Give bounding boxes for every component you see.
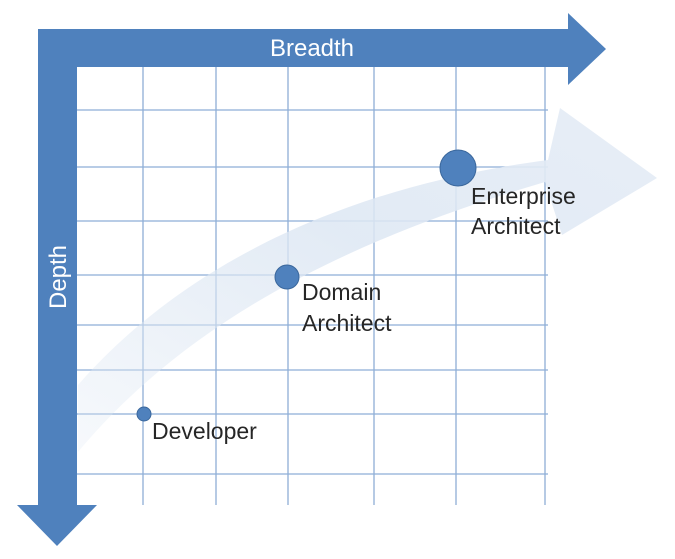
node-label: Architect xyxy=(471,213,561,239)
breadth-axis-label: Breadth xyxy=(270,35,354,62)
growth-arrow xyxy=(78,108,657,452)
node-label: Domain xyxy=(302,279,381,305)
node-label: Enterprise xyxy=(471,183,576,209)
breadth-axis-arrow xyxy=(38,13,606,85)
node-label: Developer xyxy=(152,418,257,444)
depth-axis-arrow xyxy=(17,29,97,546)
node-enterprise-architect: Enterprise Architect xyxy=(439,149,576,239)
node-developer: Developer xyxy=(136,406,257,444)
node-label: Architect xyxy=(302,310,392,336)
node-domain-architect: Domain Architect xyxy=(274,264,392,336)
node-marker xyxy=(439,149,477,187)
node-marker xyxy=(136,406,152,422)
node-marker xyxy=(274,264,300,290)
depth-axis-label: Depth xyxy=(45,245,72,309)
